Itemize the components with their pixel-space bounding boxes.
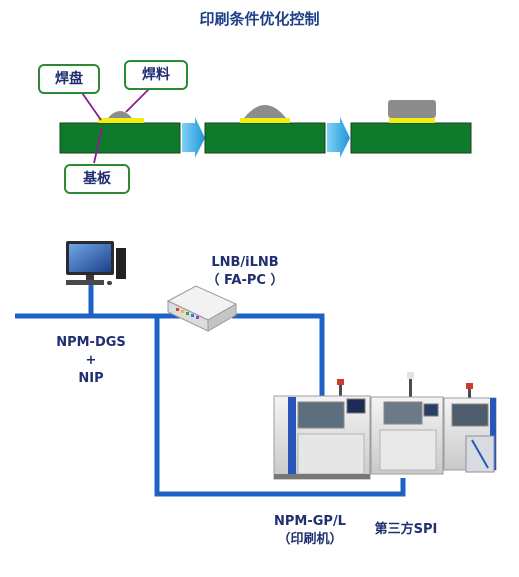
printer-lower-panel bbox=[297, 433, 365, 475]
printer-window bbox=[297, 401, 345, 429]
printer-monitor bbox=[346, 398, 366, 414]
monitor-stand bbox=[86, 275, 94, 280]
hub-port-4 bbox=[191, 314, 194, 317]
hub-port-3 bbox=[186, 312, 189, 315]
substrate-board-1 bbox=[59, 122, 181, 154]
pad-2 bbox=[240, 118, 290, 123]
hub-port-1 bbox=[176, 308, 179, 311]
pad-1 bbox=[98, 118, 144, 123]
hub-port-2 bbox=[181, 310, 184, 313]
spi-lower-panel bbox=[379, 429, 437, 471]
arrow-2 bbox=[327, 117, 350, 158]
spi-tower-light-cap bbox=[407, 372, 414, 379]
pad-leader-line bbox=[79, 89, 102, 121]
mounter-machine bbox=[443, 383, 497, 473]
hub-label-line1: LNB/iLNB bbox=[211, 255, 279, 270]
mounter-tower-light-cap bbox=[466, 383, 473, 389]
pc-workstation bbox=[66, 241, 126, 285]
process-stage-3 bbox=[350, 100, 472, 154]
spi-window bbox=[383, 401, 423, 425]
printer-label-line1: NPM-GP/L bbox=[274, 514, 346, 529]
pc-label-line2: + bbox=[85, 353, 97, 368]
spi-monitor bbox=[423, 403, 439, 417]
solder-block-3 bbox=[388, 100, 436, 118]
printer-label: NPM-GP/L （印刷机） bbox=[262, 513, 358, 549]
substrate-leader-line bbox=[93, 127, 103, 164]
hub-side-face bbox=[207, 303, 237, 332]
pc-label-line3: NIP bbox=[78, 371, 104, 386]
network-lines bbox=[15, 283, 406, 497]
substrate-callout-label: 基板 bbox=[64, 164, 130, 194]
arrow-1 bbox=[182, 117, 205, 158]
printer-tower-light bbox=[339, 384, 342, 400]
hub-to-machine-line bbox=[232, 313, 325, 398]
keyboard bbox=[66, 280, 104, 285]
solder-callout-label: 焊料 bbox=[124, 60, 188, 90]
solder-bump-1 bbox=[108, 111, 132, 118]
printer-blue-stripe bbox=[288, 397, 296, 479]
printer-tower-light-cap bbox=[337, 379, 344, 385]
mouse bbox=[107, 281, 112, 285]
mounter-blue-stripe bbox=[490, 398, 496, 470]
mounter-feeder-cart bbox=[465, 435, 495, 473]
mounter-feeder-reel bbox=[471, 439, 489, 469]
substrate-board-2 bbox=[204, 122, 326, 154]
hub-label: LNB/iLNB （ FA-PC ） bbox=[190, 254, 300, 290]
printer-machine bbox=[273, 379, 371, 480]
spi-label: 第三方SPI bbox=[374, 522, 438, 537]
loop-line bbox=[154, 316, 406, 497]
pad-callout-label: 焊盘 bbox=[38, 64, 100, 94]
diagram-title: 印刷条件优化控制 bbox=[199, 10, 320, 28]
mounter-window bbox=[451, 403, 489, 427]
spi-tower-light bbox=[409, 378, 412, 398]
pc-tower bbox=[116, 248, 126, 279]
process-stage-2 bbox=[204, 105, 326, 154]
monitor-screen bbox=[69, 244, 111, 272]
hub-port-5 bbox=[196, 316, 199, 319]
network-hub-device bbox=[166, 285, 238, 332]
process-stage-1 bbox=[59, 111, 181, 154]
solder-bump-2 bbox=[244, 105, 286, 118]
substrate-board-3 bbox=[350, 122, 472, 154]
hub-label-line2: （ FA-PC ） bbox=[206, 273, 284, 288]
pc-label-line1: NPM-DGS bbox=[56, 335, 126, 350]
solder-leader-line bbox=[125, 85, 153, 113]
printer-base bbox=[274, 474, 370, 479]
spi-machine bbox=[370, 372, 444, 475]
pc-label: NPM-DGS + NIP bbox=[36, 334, 146, 388]
pad-3 bbox=[389, 118, 435, 123]
printer-label-line2: （印刷机） bbox=[277, 532, 343, 547]
mounter-tower-light bbox=[468, 388, 471, 402]
